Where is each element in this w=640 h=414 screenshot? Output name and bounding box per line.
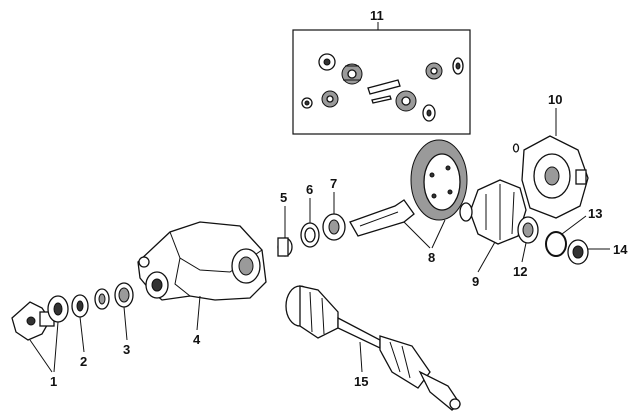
carrier-cover — [512, 135, 589, 219]
ring-and-pinion-gear — [349, 139, 468, 237]
callout-3: 3 — [123, 342, 130, 357]
kit-washer-bottom-left — [301, 97, 313, 109]
kit-washer-top-right — [452, 57, 464, 75]
flange-washer — [47, 295, 69, 323]
gear-kit-box — [292, 29, 471, 135]
companion-flange — [11, 301, 55, 341]
side-seal — [567, 239, 589, 265]
rear-pinion-bearing — [322, 213, 346, 241]
callout-12: 12 — [513, 264, 527, 279]
kit-side-gear-left — [341, 63, 363, 85]
kit-pinion-gear-upper — [425, 62, 443, 80]
kit-side-gear-right — [395, 90, 417, 112]
callout-6: 6 — [306, 182, 313, 197]
callout-13: 13 — [588, 206, 602, 221]
axle-shaft-assembly — [285, 285, 461, 411]
kit-pin — [371, 95, 392, 104]
callout-5: 5 — [280, 190, 287, 205]
callout-14: 14 — [613, 242, 628, 257]
kit-washer-top-left — [318, 53, 336, 71]
collapsible-spacer — [277, 237, 293, 257]
callout-9: 9 — [472, 274, 479, 289]
front-pinion-bearing — [114, 282, 134, 308]
differential-carrier — [137, 221, 267, 301]
callout-10: 10 — [548, 92, 562, 107]
kit-cross-shaft — [367, 79, 401, 95]
kit-washer-bottom-right — [422, 104, 436, 122]
kit-pinion-gear-lower — [321, 90, 339, 108]
pinion-spacer — [94, 288, 110, 310]
callout-11: 11 — [370, 8, 384, 23]
callout-1: 1 — [50, 374, 57, 389]
callout-2: 2 — [80, 354, 87, 369]
differential-case — [459, 179, 527, 245]
callout-4: 4 — [193, 332, 201, 347]
gear-kit-group — [292, 22, 471, 135]
pinion-shim — [300, 222, 320, 248]
callout-7: 7 — [330, 176, 337, 191]
pinion-seal — [71, 294, 89, 318]
callout-8: 8 — [428, 250, 435, 265]
snap-ring — [545, 231, 567, 257]
callout-15: 15 — [354, 374, 368, 389]
side-bearing — [517, 216, 539, 244]
